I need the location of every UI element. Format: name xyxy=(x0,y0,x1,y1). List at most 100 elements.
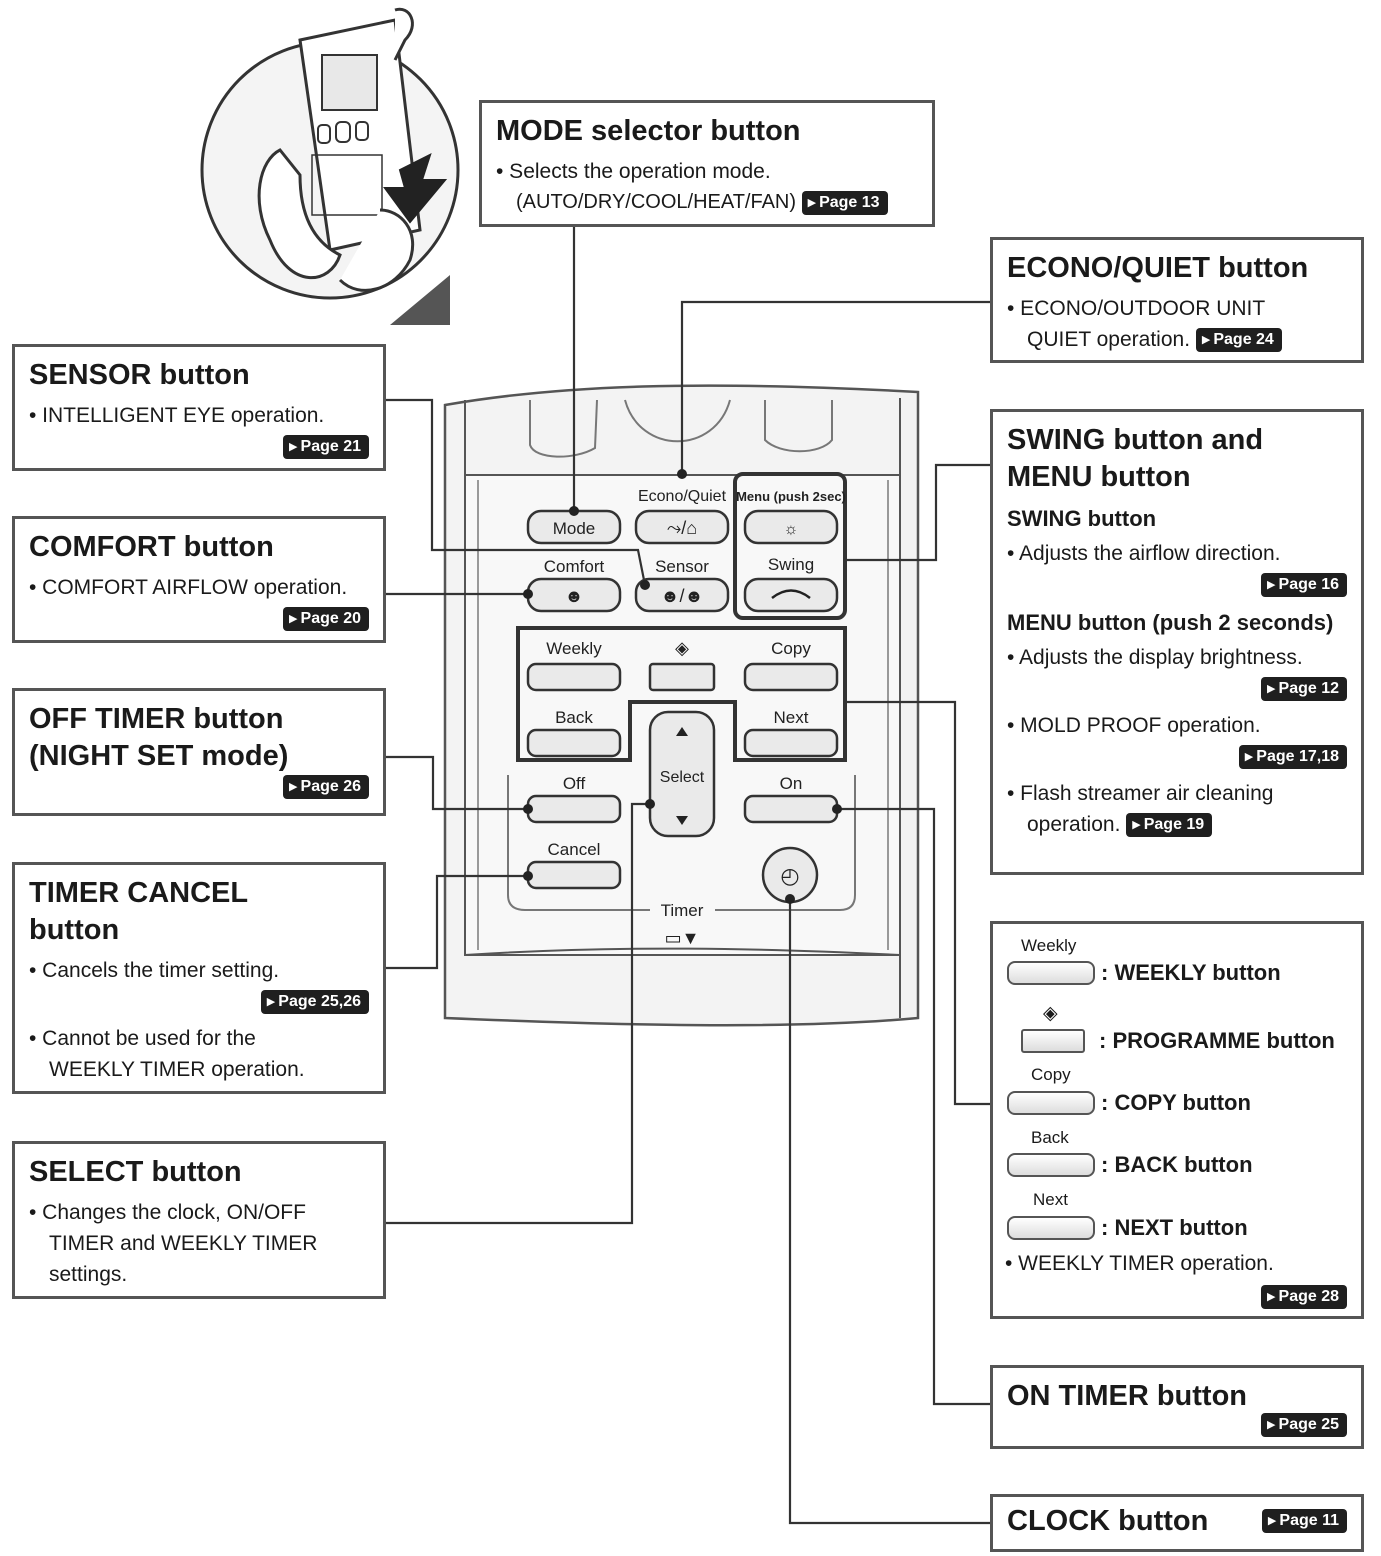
legend-weekly-label: : WEEKLY button xyxy=(1101,960,1281,985)
swing-heading: SWING button xyxy=(1007,506,1157,531)
econo-quiet-button xyxy=(634,509,730,545)
menu-icon: ☼ xyxy=(784,521,799,538)
legend-programme-label: : PROGRAMME button xyxy=(1099,1028,1335,1053)
menu-line3: • Flash streamer air cleaning xyxy=(1007,782,1274,805)
label-sensor: Sensor xyxy=(655,557,709,576)
line-econo xyxy=(680,300,990,474)
timer-cancel-line1: • Cancels the timer setting. xyxy=(29,959,280,982)
copy-button xyxy=(743,662,839,692)
legend-next-button xyxy=(1007,1216,1095,1240)
menu-line4: operation. xyxy=(1027,813,1121,836)
sensor-page-badge[interactable]: Page 21 xyxy=(283,435,369,460)
timer-cancel-page-badge[interactable]: Page 25,26 xyxy=(260,990,369,1015)
line-sensor xyxy=(385,398,647,586)
select-line2: TIMER and WEEKLY TIMER xyxy=(49,1232,318,1255)
line-swing xyxy=(845,463,990,562)
econo-title: ECONO/QUIET button xyxy=(1007,252,1309,284)
mode-line2: (AUTO/DRY/COOL/HEAT/FAN) xyxy=(516,191,797,213)
mode-line1: • Selects the operation mode. xyxy=(496,160,771,183)
button-icons: ⤳/⌂ ☼ ☻ ☻/☻ ◈ ◴ ▭▼ xyxy=(565,518,811,948)
select-down-icon xyxy=(676,816,688,825)
timer-cancel-line3: WEEKLY TIMER operation. xyxy=(49,1058,305,1081)
timer-cancel-title1: TIMER CANCEL xyxy=(29,877,249,909)
weekly-button xyxy=(526,662,622,692)
on-button xyxy=(743,794,839,824)
swing-line: • Adjusts the airflow direction. xyxy=(1007,542,1281,565)
legend-next-label: : NEXT button xyxy=(1101,1215,1248,1240)
swing-title2: MENU button xyxy=(1007,461,1191,493)
cancel-button xyxy=(526,860,622,890)
hand-inset xyxy=(200,7,460,325)
back-button xyxy=(526,728,622,758)
swing-page-badge[interactable]: Page 16 xyxy=(1261,573,1347,598)
legend-copy-label: : COPY button xyxy=(1101,1090,1251,1115)
off-timer-page-badge[interactable]: Page 26 xyxy=(283,775,369,800)
off-timer-title2: (NIGHT SET mode) xyxy=(29,740,289,772)
select-line3: settings. xyxy=(49,1263,128,1286)
clock-title: CLOCK button xyxy=(1007,1504,1209,1537)
on-timer-page-badge[interactable]: Page 25 xyxy=(1261,1413,1347,1438)
remote-buttons[interactable] xyxy=(526,509,839,904)
swing-menu-callout: SWING button and MENU button SWING butto… xyxy=(990,409,1364,875)
label-copy: Copy xyxy=(771,639,811,658)
next-button xyxy=(743,728,839,758)
label-menu: Menu (push 2sec) xyxy=(736,489,846,504)
comfort-callout: COMFORT button • COMFORT AIRFLOW operati… xyxy=(12,516,386,643)
menu-page-badge-1[interactable]: Page 12 xyxy=(1261,677,1347,702)
label-mode: Mode xyxy=(553,519,596,538)
off-timer-callout: OFF TIMER button (NIGHT SET mode) Page 2… xyxy=(12,688,386,816)
menu-page-badge-2[interactable]: Page 17,18 xyxy=(1238,745,1347,770)
econo-callout: ECONO/QUIET button • ECONO/OUTDOOR UNIT … xyxy=(990,237,1364,363)
programme-icon: ◈ xyxy=(675,638,689,658)
legend-back-button xyxy=(1007,1153,1095,1177)
label-next: Next xyxy=(774,708,809,727)
menu-page-badge-3[interactable]: Page 19 xyxy=(1126,813,1213,838)
line-clock xyxy=(788,899,990,1525)
line-on-timer xyxy=(837,807,990,1406)
clock-callout: CLOCK button Page 11 xyxy=(990,1494,1364,1552)
sensor-icon: ☻/☻ xyxy=(661,586,704,606)
off-button xyxy=(526,794,622,824)
programme-button xyxy=(648,662,716,692)
select-button xyxy=(648,710,716,838)
label-weekly: Weekly xyxy=(546,639,602,658)
timer-cancel-callout: TIMER CANCEL button • Cancels the timer … xyxy=(12,862,386,1094)
battery-icon: ▭▼ xyxy=(665,928,700,948)
clock-icon: ◴ xyxy=(780,863,799,888)
legend-copy-cap: Copy xyxy=(1031,1065,1071,1084)
legend-back-label: : BACK button xyxy=(1101,1152,1253,1177)
line-weekly xyxy=(845,700,990,1106)
label-swing: Swing xyxy=(768,555,814,574)
label-econo-quiet: Econo/Quiet xyxy=(638,488,727,505)
off-timer-title1: OFF TIMER button xyxy=(29,703,284,735)
sensor-title: SENSOR button xyxy=(29,359,250,391)
weekly-line: • WEEKLY TIMER operation. xyxy=(1005,1252,1274,1275)
clock-page-badge[interactable]: Page 11 xyxy=(1261,1509,1347,1533)
comfort-line1: • COMFORT AIRFLOW operation. xyxy=(29,576,348,599)
econo-page-badge[interactable]: Page 24 xyxy=(1195,328,1282,353)
legend-back-cap: Back xyxy=(1031,1128,1069,1147)
remote-text-labels: Mode Econo/Quiet Menu (push 2sec) Comfor… xyxy=(544,488,846,920)
legend-weekly-cap: Weekly xyxy=(1021,936,1077,955)
timer-cancel-title2: button xyxy=(29,914,120,946)
label-back: Back xyxy=(555,708,593,727)
comfort-page-badge[interactable]: Page 20 xyxy=(283,607,369,632)
legend-next-cap: Next xyxy=(1033,1190,1068,1209)
swing-title1: SWING button and xyxy=(1007,424,1264,456)
line-off-timer xyxy=(385,755,528,811)
label-off: Off xyxy=(563,774,586,793)
weekly-page-badge[interactable]: Page 28 xyxy=(1261,1285,1347,1309)
label-comfort: Comfort xyxy=(544,557,605,576)
econo-line2: QUIET operation. xyxy=(1027,328,1191,351)
timer-cancel-line2: • Cannot be used for the xyxy=(29,1027,256,1050)
menu-line2: • MOLD PROOF operation. xyxy=(1007,714,1261,737)
arrow-down-icon xyxy=(383,153,448,224)
weekly-callout: Weekly : WEEKLY button ◈ : PROGRAMME but… xyxy=(990,921,1364,1319)
menu-heading: MENU button (push 2 seconds) xyxy=(1007,610,1334,635)
sensor-button xyxy=(634,577,730,613)
label-on: On xyxy=(780,774,803,793)
legend-weekly-button xyxy=(1007,961,1095,985)
mode-page-badge[interactable]: Page 13 xyxy=(801,190,888,215)
line-select xyxy=(385,802,650,1225)
legend-copy-button xyxy=(1007,1091,1095,1115)
